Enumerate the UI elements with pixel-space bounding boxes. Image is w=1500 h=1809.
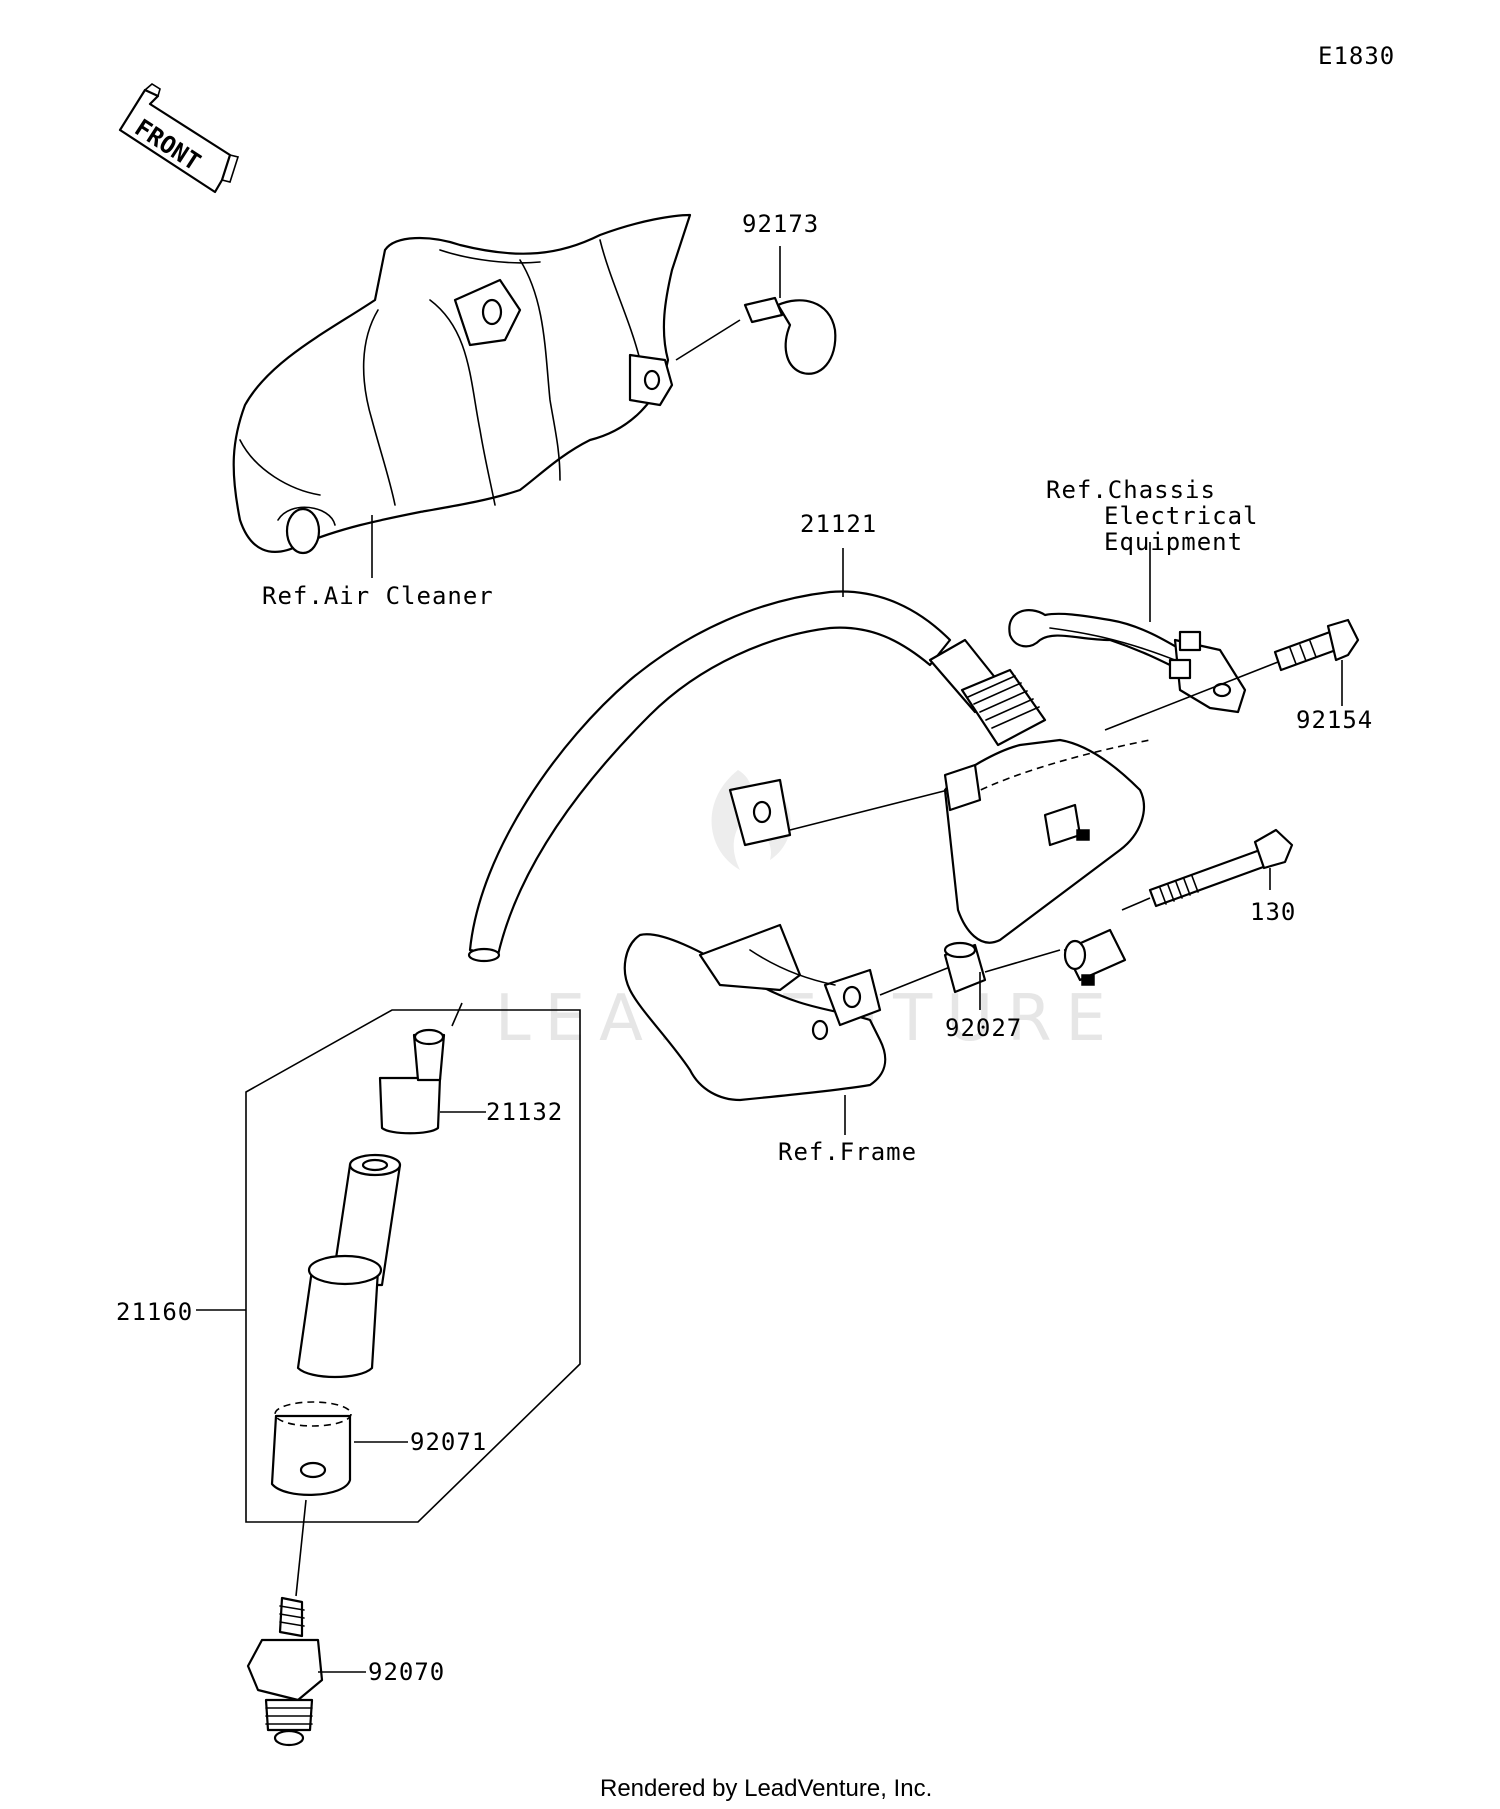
diagram-code: E1830	[1318, 42, 1395, 70]
ignition-coil-21121	[467, 548, 1151, 986]
part-130-label: 130	[1250, 898, 1296, 926]
part-21121-label: 21121	[800, 510, 877, 538]
ref-chassis-label-line2: Electrical	[1104, 502, 1259, 530]
part-92071-label: 92071	[410, 1428, 487, 1456]
frame-bracket	[623, 778, 956, 1135]
ref-chassis-label-line1: Ref.Chassis	[1046, 476, 1216, 504]
spark-plug-92070	[246, 1596, 366, 1747]
air-cleaner-cover	[232, 213, 692, 555]
part-92154-label: 92154	[1296, 706, 1373, 734]
leader-line	[295, 1499, 307, 1597]
rubber-92071	[270, 1401, 408, 1496]
ref-chassis-label-line3: Equipment	[1104, 528, 1243, 556]
ref-frame-label: Ref.Frame	[778, 1138, 917, 1166]
bolt-92154	[1104, 618, 1360, 731]
cap-assembly-frame	[245, 1009, 581, 1523]
clamp-92173	[743, 246, 837, 375]
part-92027-label: 92027	[945, 1014, 1022, 1042]
part-21132-label: 21132	[486, 1098, 563, 1126]
front-arrow-icon: FRONT	[118, 83, 240, 194]
part-92173-label: 92173	[742, 210, 819, 238]
part-21160-label: 21160	[116, 1298, 193, 1326]
boot-21132	[378, 1002, 486, 1135]
chassis-wiring-connector	[1008, 542, 1247, 714]
bolt-130	[1121, 828, 1294, 911]
plug-cap-21160	[296, 1153, 402, 1379]
ref-air-cleaner-label: Ref.Air Cleaner	[262, 582, 494, 610]
part-92070-label: 92070	[368, 1658, 445, 1686]
collar-92027	[943, 941, 1061, 1010]
footer-credit: Rendered by LeadVenture, Inc.	[600, 1775, 932, 1802]
